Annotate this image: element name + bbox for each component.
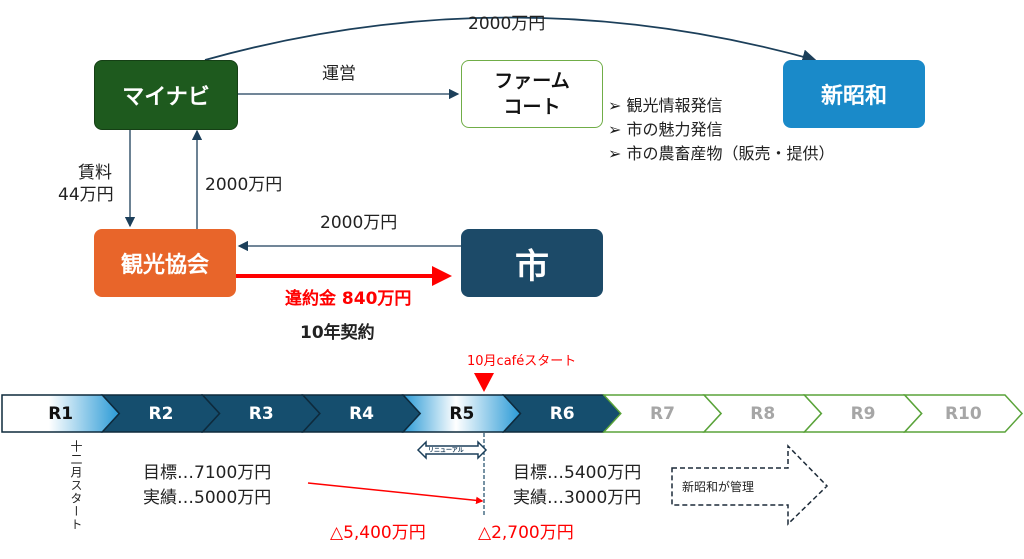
label-rent-1: 賃料 — [78, 163, 112, 183]
timeline-label-r4: R4 — [349, 403, 374, 424]
decline-arrow — [307, 482, 484, 505]
timeline-label-r1: R1 — [48, 403, 74, 424]
cafe-start-marker — [474, 373, 494, 392]
left-target: 目標…7100万円 — [143, 463, 272, 483]
node-kanko: 観光協会 — [94, 229, 236, 297]
bullet-item: ➢ 市の農畜産物（販売・提供） — [608, 144, 835, 163]
timeline-label-r6: R6 — [549, 403, 575, 424]
label-operation: 運営 — [322, 64, 356, 84]
timeline-label-r5: R5 — [449, 403, 475, 424]
bullet-item: ➢ 観光情報発信 — [608, 96, 723, 115]
node-mynavi: マイナビ — [94, 60, 238, 130]
timeline-label-r2: R2 — [148, 403, 174, 424]
right-target: 目標…5400万円 — [513, 463, 642, 483]
right-actual: 実績…3000万円 — [513, 488, 642, 508]
deficit-right: △2,700万円 — [478, 523, 574, 543]
bullet-list: ➢ 観光情報発信 ➢ 市の魅力発信 ➢ 市の農畜産物（販売・提供） — [608, 94, 835, 166]
timeline-label-r3: R3 — [248, 403, 274, 424]
timeline-label-r10: R10 — [944, 403, 982, 424]
timeline-chevron-r10 — [902, 394, 1024, 433]
label-city-to-kanko: 2000万円 — [320, 213, 398, 233]
shinshowa-manage-arrow — [671, 444, 829, 526]
label-kanko-to-mynavi: 2000万円 — [205, 175, 283, 195]
node-city: 市 — [461, 229, 603, 297]
label-cafe-start: 10月caféスタート — [467, 354, 577, 369]
label-mynavi-to-shinshowa: 2000万円 — [468, 14, 546, 34]
farm-court-line1: ファーム — [494, 70, 570, 92]
node-farm-court: ファーム コート — [461, 60, 603, 128]
label-shinshowa-manage: 新昭和が管理 — [682, 480, 755, 494]
label-dec-start: 十二月スタート — [69, 440, 83, 531]
deficit-left: △5,400万円 — [330, 523, 426, 543]
node-shinshowa: 新昭和 — [783, 60, 925, 128]
left-actual: 実績…5000万円 — [143, 488, 272, 508]
timeline-label-r7: R7 — [649, 403, 675, 424]
timeline-label-r8: R8 — [750, 403, 776, 424]
label-renewal: リニューアル — [428, 447, 464, 454]
label-contract: 10年契約 — [300, 323, 375, 343]
renewal-double-arrow — [416, 440, 488, 460]
farm-court-line2: コート — [503, 96, 561, 118]
label-penalty: 違約金 840万円 — [285, 289, 412, 309]
curve-arrow — [204, 16, 817, 64]
bullet-item: ➢ 市の魅力発信 — [608, 120, 723, 139]
timeline-label-r9: R9 — [850, 403, 876, 424]
label-rent-2: 44万円 — [58, 185, 114, 205]
